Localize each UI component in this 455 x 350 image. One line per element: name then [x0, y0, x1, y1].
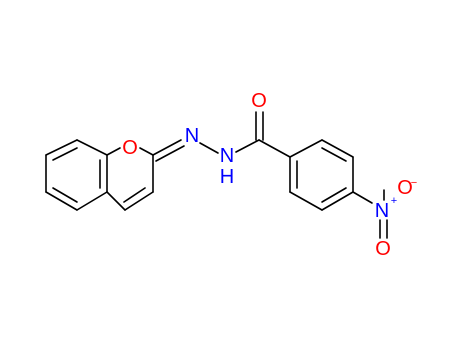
bond: [199, 142, 219, 154]
bond: [124, 191, 154, 211]
pyran-ring: [106, 147, 154, 211]
carbonyl-oxygen-label: O: [251, 90, 267, 112]
double-bond-inner: [123, 187, 146, 203]
ring-oxygen-label: O: [122, 137, 138, 159]
benzo-ring: [45, 139, 108, 211]
nitro-oxygen-charge: −: [411, 177, 417, 189]
bond: [352, 191, 373, 204]
double-bond-inner: [321, 147, 347, 162]
bond: [106, 191, 126, 211]
bond: [76, 191, 108, 211]
double-bond: [155, 145, 185, 162]
nitro-oxygen-top-label: O: [397, 177, 413, 199]
bond: [289, 191, 323, 211]
bond: [235, 139, 260, 153]
nitro-oxygen-bottom-label: O: [375, 238, 391, 260]
bond: [106, 147, 121, 156]
bond: [321, 191, 354, 211]
bond: [45, 191, 78, 211]
amide-nitrogen-label: N: [220, 145, 234, 167]
nitro-nitrogen-label: N: [375, 200, 389, 222]
bond: [139, 147, 154, 156]
bond: [45, 139, 78, 156]
imine-nitrogen-label: N: [185, 125, 199, 147]
nitro-nitrogen-charge: +: [391, 195, 397, 207]
bond: [152, 139, 182, 156]
bond: [289, 139, 323, 158]
double-bond-inner: [321, 187, 347, 203]
bond: [258, 139, 291, 158]
amide-hydrogen-label: H: [220, 166, 234, 188]
double-bond-inner: [52, 147, 78, 161]
nitrophenyl-ring: [289, 139, 354, 211]
bond: [321, 139, 354, 158]
bond: [76, 139, 108, 156]
double-bond-inner: [52, 187, 78, 203]
